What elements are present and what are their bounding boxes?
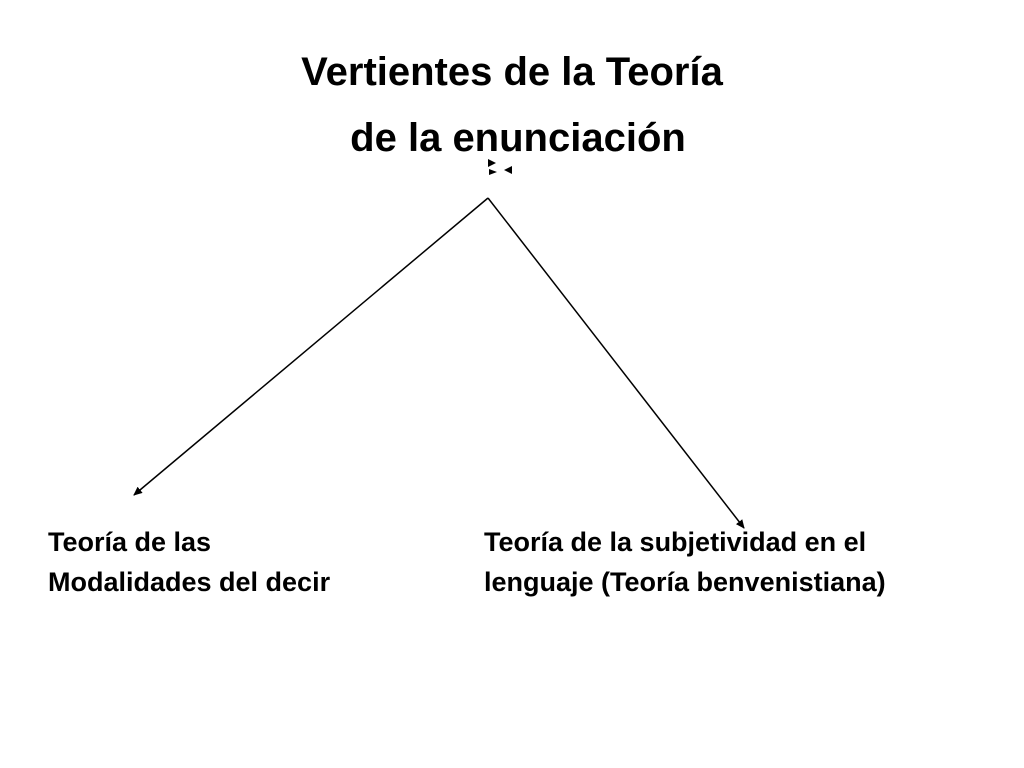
- branch-node-modalidades: Teoría de las Modalidades del decir: [48, 522, 468, 602]
- root-arrowhead-mark: [504, 166, 512, 174]
- diagram-title-line-2: de la enunciación: [350, 116, 686, 160]
- branch-node-subjetividad: Teoría de la subjetividad en el lenguaje…: [484, 522, 1014, 602]
- arrow-to-left-branch: [133, 197, 489, 496]
- branch-node-line: Teoría de las: [48, 527, 212, 557]
- root-arrowhead-marks: [488, 159, 512, 175]
- arrow-to-right-branch: [487, 197, 745, 529]
- root-arrowhead-mark: [488, 159, 496, 167]
- branch-node-line: Modalidades del decir: [48, 567, 331, 597]
- diagram-title-line-1: Vertientes de la Teoría: [301, 50, 723, 94]
- branch-node-line: Teoría de la subjetividad en el: [484, 527, 867, 557]
- root-arrowhead-mark: [489, 169, 497, 175]
- branch-node-line: lenguaje (Teoría benvenistiana): [484, 567, 886, 597]
